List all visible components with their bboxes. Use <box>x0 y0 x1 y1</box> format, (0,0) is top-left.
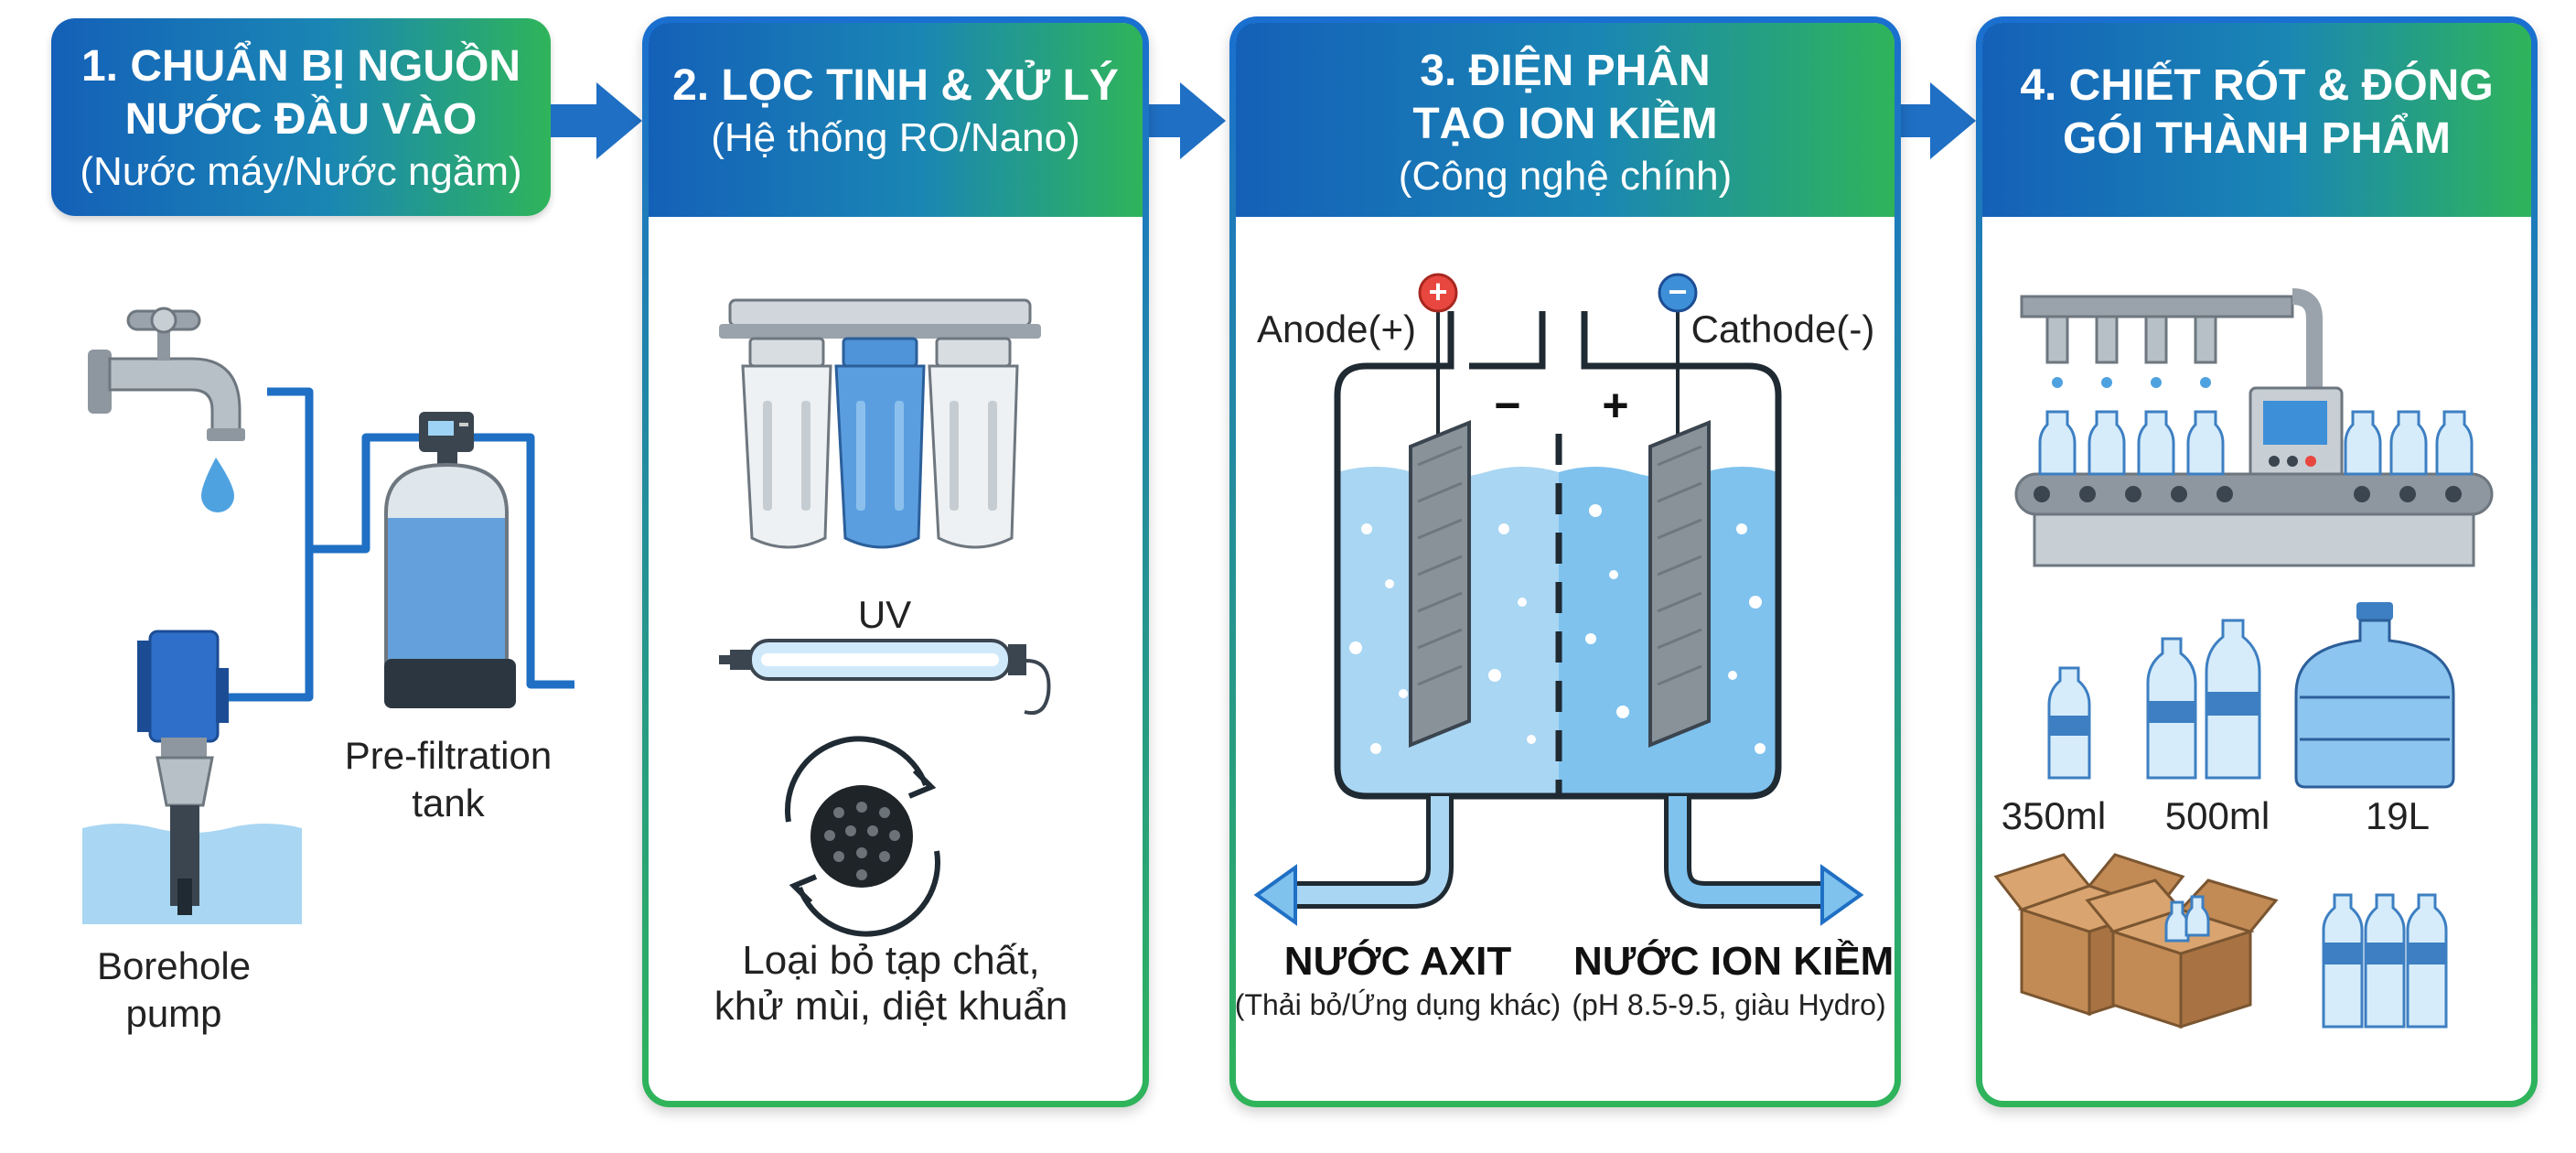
step1-subtitle: (Nước máy/Nước ngầm) <box>80 149 522 194</box>
bottle-icon <box>2047 666 2091 780</box>
step2-illustration <box>719 298 1051 937</box>
water-jug-icon <box>2294 602 2455 789</box>
cathode-label: Cathode(-) <box>1690 307 1875 350</box>
alkaline-water-title: NƯỚC ION KIỀM <box>1573 939 1894 984</box>
alkaline-water-note: (pH 8.5-9.5, giàu Hydro) <box>1572 988 1886 1021</box>
uv-lamp-icon <box>719 639 1051 715</box>
water-tap-icon <box>88 307 245 441</box>
size-350ml-label: 350ml <box>2001 794 2107 837</box>
step1-illustration <box>82 307 574 924</box>
acid-water-note: (Thải bỏ/Ứng dụng khác) <box>1234 988 1562 1021</box>
carton-box-icon <box>2085 878 2279 1029</box>
cathode-symbol: − <box>1668 273 1688 310</box>
arrow-right-icon <box>1134 82 1226 159</box>
step4-title-line2: GÓI THÀNH PHẨM <box>2063 114 2451 163</box>
step2-description-line1: Loại bỏ tạp chất, <box>742 938 1040 983</box>
anode-marker-icon <box>1418 273 1458 313</box>
anode-label: Anode(+) <box>1257 307 1416 350</box>
triple-filter-icon <box>719 298 1041 549</box>
step1-title-line1: 1. CHUẨN BỊ NGUỒN <box>80 42 521 91</box>
electrode-plate-icon <box>1409 309 1471 748</box>
uv-label: UV <box>857 593 912 636</box>
step1-header: 1. CHUẨN BỊ NGUỒN NƯỚC ĐẦU VÀO (Nước máy… <box>51 18 551 216</box>
borehole-pump-icon <box>82 630 302 924</box>
step3-subtitle: (Công nghệ chính) <box>1398 154 1733 199</box>
electrode-plate-icon <box>1648 309 1711 748</box>
bottle-icon <box>2038 410 2474 476</box>
step2-header: 2. LỌC TINH & XỬ LÝ (Hệ thống RO/Nano) <box>649 23 1143 217</box>
size-19l-label: 19L <box>2365 794 2431 837</box>
pre-filtration-tank-icon <box>384 412 516 708</box>
step3-illustration <box>1253 273 1864 926</box>
step3-title-line1: 3. ĐIỆN PHÂN <box>1420 47 1711 95</box>
bottle-icon <box>2146 637 2197 780</box>
conveyor-icon <box>2014 472 2494 567</box>
water-drop-icon <box>201 458 234 512</box>
membrane-minus: − <box>1494 380 1521 431</box>
step2-title: 2. LỌC TINH & XỬ LÝ <box>672 61 1119 110</box>
step4-title-line1: 4. CHIẾT RÓT & ĐÓNG <box>2020 61 2494 110</box>
acid-water-title: NƯỚC AXIT <box>1283 939 1512 984</box>
step1-title-line2: NƯỚC ĐẦU VÀO <box>124 95 478 144</box>
step2-description-line2: khử mùi, diệt khuẩn <box>714 984 1068 1029</box>
tank-label: Pre-filtration tank <box>344 734 553 824</box>
step4-illustration <box>1993 288 2494 1029</box>
cathode-marker-icon <box>1658 273 1698 313</box>
step3-header: 3. ĐIỆN PHÂN TẠO ION KIỀM (Công nghệ chí… <box>1236 23 1894 217</box>
step3-title-line2: TẠO ION KIỀM <box>1412 100 1718 148</box>
step2-card: 2. LỌC TINH & XỬ LÝ (Hệ thống RO/Nano) <box>642 16 1149 1107</box>
activated-carbon-icon <box>810 785 913 888</box>
size-500ml-label: 500ml <box>2164 794 2270 837</box>
outlet-arrow-icon <box>1253 864 1864 926</box>
anode-symbol: + <box>1428 273 1448 310</box>
membrane-plus: + <box>1602 380 1629 431</box>
pump-label: Borehole pump <box>96 944 252 1035</box>
arrow-right-icon <box>551 82 642 159</box>
step4-header: 4. CHIẾT RÓT & ĐÓNG GÓI THÀNH PHẨM <box>1982 23 2531 217</box>
arrow-right-icon <box>1884 82 1976 159</box>
bottle-icon <box>2205 619 2261 780</box>
step2-subtitle: (Hệ thống RO/Nano) <box>711 115 1080 160</box>
recycle-arrows-icon <box>784 736 941 937</box>
